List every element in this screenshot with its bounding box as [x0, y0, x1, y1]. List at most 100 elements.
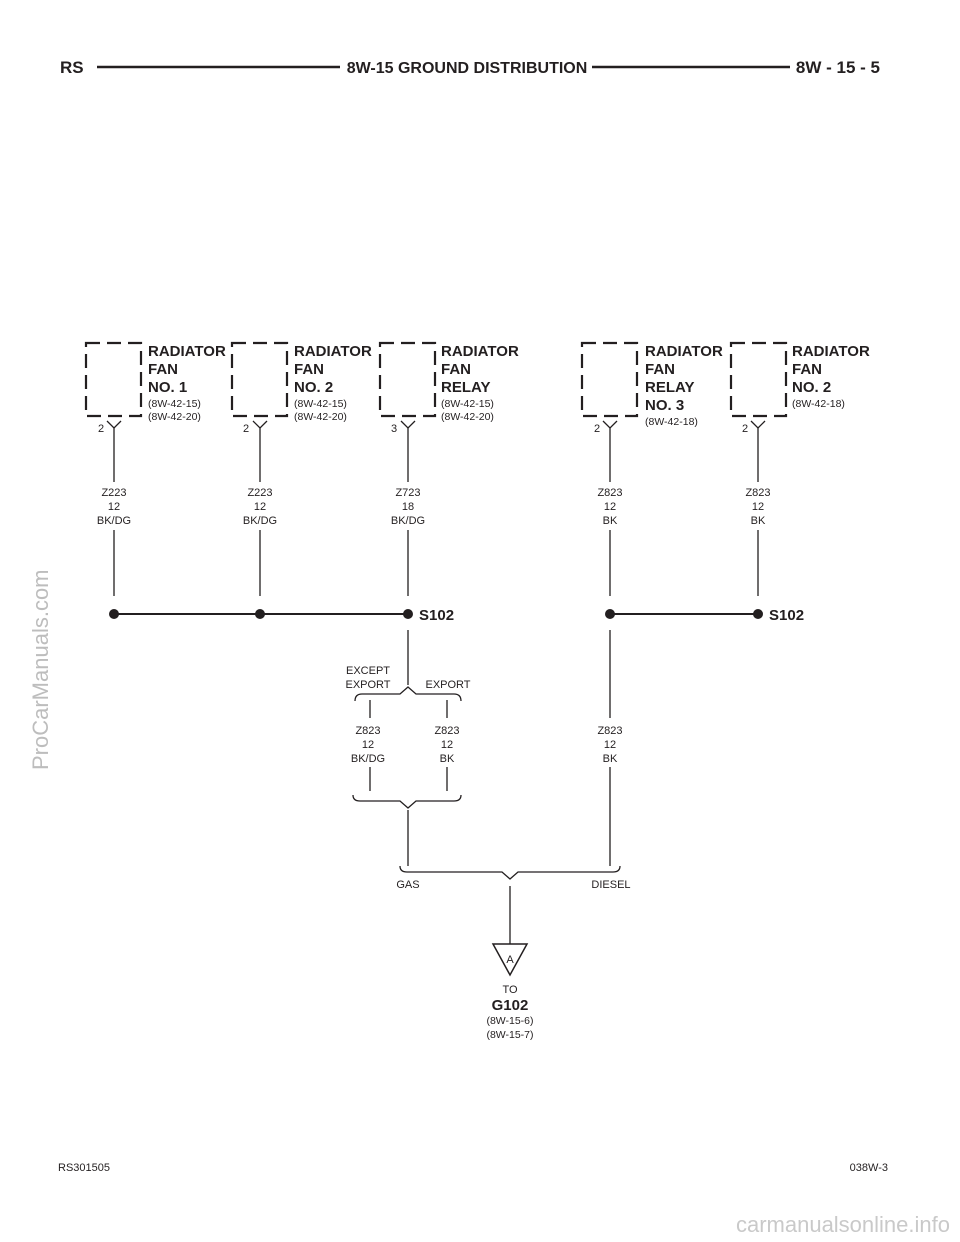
ground-name: G102: [492, 997, 529, 1014]
watermark-vertical: ProCarManuals.com: [28, 569, 53, 770]
wire-circuit: Z723: [395, 487, 420, 499]
splice-label: S102: [419, 607, 454, 624]
component-name-line: RADIATOR: [792, 343, 870, 360]
component-name-line: NO. 1: [148, 379, 187, 396]
engine-option-brace: GAS DIESEL: [396, 865, 631, 944]
option-brace-bottom: [352, 794, 462, 809]
pin-number: 2: [243, 423, 249, 435]
wire-circuit: Z823: [355, 725, 380, 737]
wire-color: BK: [440, 753, 455, 765]
component-radiator-fan-no1: RADIATOR FAN NO. 1 (8W-42-15) (8W-42-20)…: [84, 341, 226, 596]
splice-dot: [753, 609, 763, 619]
component-name-line: FAN: [645, 361, 675, 378]
splice-bus-left: S102: [109, 607, 454, 624]
wire-circuit: Z223: [101, 487, 126, 499]
wire-color: BK: [603, 753, 618, 765]
splice-bus-right: S102: [605, 607, 804, 624]
component-reference: (8W-42-15): [441, 398, 494, 410]
wire-gauge: 12: [362, 739, 374, 751]
ground-reference: (8W-15-7): [486, 1029, 533, 1041]
pin-terminal-symbol: [106, 420, 122, 429]
watermark-bottom: carmanualsonline.info: [736, 1212, 950, 1237]
component-name-line: FAN: [792, 361, 822, 378]
connector-outline: [84, 341, 143, 418]
component-radiator-fan-no2: RADIATOR FAN NO. 2 (8W-42-15) (8W-42-20)…: [230, 341, 372, 596]
splice-dot: [403, 609, 413, 619]
pin-number: 2: [98, 423, 104, 435]
wire-circuit: Z823: [597, 487, 622, 499]
component-reference: (8W-42-18): [792, 398, 845, 410]
wire-color: BK/DG: [97, 515, 131, 527]
splice-dot: [109, 609, 119, 619]
ground-to-label: TO: [502, 984, 518, 996]
component-reference: (8W-42-15): [294, 398, 347, 410]
wire-gauge: 12: [441, 739, 453, 751]
ground-connector-letter: A: [506, 954, 514, 966]
footer-drawing-id: 038W-3: [850, 1162, 888, 1174]
option-label-export: EXPORT: [425, 679, 470, 691]
option-label-except-export: EXCEPT: [346, 665, 390, 677]
ground-connector-triangle: [491, 943, 529, 977]
wire-circuit: Z823: [597, 725, 622, 737]
ground-g102: A TO G102 (8W-15-6) (8W-15-7): [486, 943, 534, 1041]
component-reference: (8W-42-20): [148, 411, 201, 423]
component-radiator-fan-relay: RADIATOR FAN RELAY (8W-42-15) (8W-42-20)…: [378, 341, 519, 596]
wire-color: BK/DG: [391, 515, 425, 527]
component-name-line: RADIATOR: [645, 343, 723, 360]
connector-outline: [729, 341, 788, 418]
option-brace-top: [354, 686, 462, 702]
option-brace-gas-diesel: [399, 865, 621, 880]
pin-number: 3: [391, 423, 397, 435]
pin-terminal-symbol: [252, 420, 268, 429]
page-footer: RS301505 038W-3: [58, 1162, 888, 1174]
component-name-line: RADIATOR: [441, 343, 519, 360]
pin-terminal-symbol: [400, 420, 416, 429]
diesel-branch: Z823 12 BK: [597, 630, 623, 866]
component-name-line: RADIATOR: [148, 343, 226, 360]
header-title: 8W-15 GROUND DISTRIBUTION: [347, 60, 588, 77]
component-reference: (8W-42-20): [294, 411, 347, 423]
component-name-line: RELAY: [645, 379, 694, 396]
page-header: RS 8W-15 GROUND DISTRIBUTION 8W - 15 - 5: [60, 58, 880, 77]
export-option-branch: EXCEPT EXPORT EXPORT Z823 12 BK/DG Z823 …: [345, 630, 471, 866]
wire-gauge: 12: [604, 739, 616, 751]
component-name-line: FAN: [294, 361, 324, 378]
wire-gauge: 12: [752, 501, 764, 513]
wire-color: BK: [603, 515, 618, 527]
option-label-diesel: DIESEL: [591, 879, 630, 891]
component-reference: (8W-42-15): [148, 398, 201, 410]
connector-outline: [230, 341, 289, 418]
ground-reference: (8W-15-6): [486, 1015, 533, 1027]
wire-gauge: 12: [254, 501, 266, 513]
component-name-line: FAN: [441, 361, 471, 378]
wire-gauge: 12: [604, 501, 616, 513]
wire-color: BK/DG: [243, 515, 277, 527]
splice-dot: [605, 609, 615, 619]
component-name-line: NO. 2: [792, 379, 831, 396]
wire-circuit: Z823: [434, 725, 459, 737]
component-name-line: NO. 2: [294, 379, 333, 396]
wire-circuit: Z223: [247, 487, 272, 499]
connector-outline: [378, 341, 437, 418]
wire-gauge: 18: [402, 501, 414, 513]
component-reference: (8W-42-20): [441, 411, 494, 423]
header-section-code: RS: [60, 58, 84, 77]
component-name-line: NO. 3: [645, 397, 684, 414]
component-name-line: RELAY: [441, 379, 490, 396]
pin-terminal-symbol: [602, 420, 618, 429]
splice-label: S102: [769, 607, 804, 624]
connector-outline: [580, 341, 639, 418]
component-reference: (8W-42-18): [645, 416, 698, 428]
component-name-line: RADIATOR: [294, 343, 372, 360]
footer-figure-id: RS301505: [58, 1162, 110, 1174]
header-page-number: 8W - 15 - 5: [796, 58, 880, 77]
pin-number: 2: [742, 423, 748, 435]
splice-dot: [255, 609, 265, 619]
pin-terminal-symbol: [750, 420, 766, 429]
wire-circuit: Z823: [745, 487, 770, 499]
wire-gauge: 12: [108, 501, 120, 513]
component-radiator-fan-no2-diesel: RADIATOR FAN NO. 2 (8W-42-18) 2 Z823 12 …: [729, 341, 870, 596]
pin-number: 2: [594, 423, 600, 435]
wire-color: BK: [751, 515, 766, 527]
